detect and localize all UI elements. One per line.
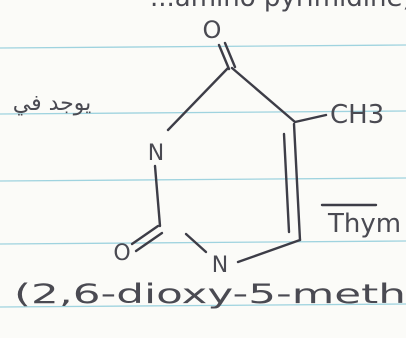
rule-line — [0, 177, 406, 182]
atom-oxygen-top: O — [203, 16, 222, 44]
arabic-note: يوجد في — [13, 91, 91, 116]
rule-line — [0, 303, 406, 308]
carbonyl-bond-left — [130, 224, 160, 246]
carbonyl-bond-top — [217, 43, 231, 71]
atom-nitrogen-3: N — [148, 141, 164, 166]
atom-oxygen-left: O — [113, 241, 130, 266]
methyl-label: CH3 — [330, 100, 384, 130]
ring-bond-c5-c6-double — [282, 132, 291, 234]
pyrimidine-ring — [130, 41, 378, 264]
thymine-label: Thym — [327, 209, 401, 239]
ring-bond-c5-c6 — [292, 122, 302, 242]
carbonyl-bond-top-2 — [223, 41, 237, 69]
ring-bond-c4-c5 — [230, 66, 297, 124]
ring-bond-n1-c2 — [184, 232, 208, 254]
iupac-name-line: (2,6-dioxy-5-meth — [14, 279, 406, 310]
atom-nitrogen-1: N — [212, 253, 228, 278]
carbonyl-bond-left-2 — [134, 231, 164, 253]
ring-bond-c2-n3 — [153, 164, 162, 228]
ring-bond-c6-n1 — [236, 238, 302, 264]
ruled-lines — [0, 44, 406, 308]
methyl-bond — [293, 113, 328, 124]
rule-line — [0, 44, 406, 49]
rule-line — [0, 240, 406, 245]
header-text: ...amino pyrimidine) ... — [150, 0, 406, 13]
rule-line — [0, 110, 406, 115]
ring-bond-c4-n3 — [166, 66, 230, 132]
